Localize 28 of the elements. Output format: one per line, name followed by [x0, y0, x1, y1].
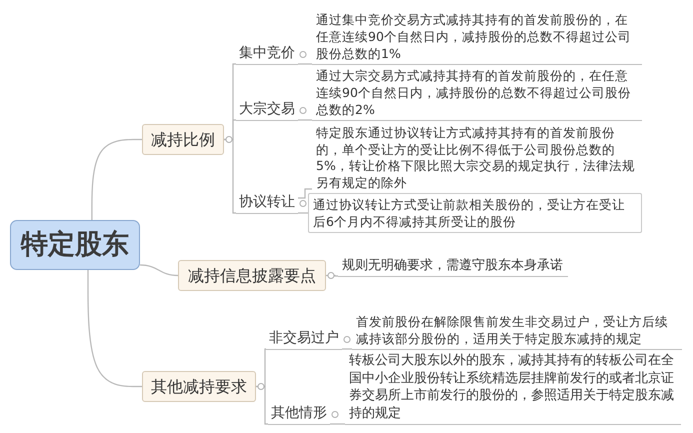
subtopic-label: 非交易过户: [266, 329, 342, 350]
detail-text: 首发前股份在解除限售前发生非交易过户，受让方后续减持该部分股份的，适用关于特定股东减持的规定: [352, 313, 682, 350]
subtopic-label: 大宗交易: [236, 100, 298, 121]
connector-line: [342, 348, 352, 350]
connector-line: [91, 138, 142, 220]
connector-line: [298, 188, 312, 199]
detail-text: 通过集中竞价交易方式减持其持有的首发前股份的，在任意连续90个自然日内，减持股份的总数不得超过公司股份总数的1%: [312, 11, 642, 65]
main-topic: 减持比例: [142, 124, 224, 155]
detail-text: 特定股东通过协议转让方式减持其持有的首发前股份的，单个受让方的受让比例不得低于公司股份总数的5%，转让价格下限比照大宗交易的规定执行，法律法规另有规定的除外: [312, 125, 642, 191]
detail-text: 规则无明确要求，需遵守股东本身承诺: [338, 257, 568, 277]
connector-line: [224, 138, 236, 214]
connector-line: [140, 264, 178, 276]
subtopic-label: 其他情形: [268, 404, 330, 425]
subtopic-label: 集中竞价: [236, 44, 298, 65]
subtopic-label: 协议转让: [236, 193, 298, 214]
detail-text: 转板公司大股东以外的股东，减持其持有的转板公司在全国中小企业股份转让系统精选层挂牌前发行的或者北京证券交易所上市前发行的股份的，参照适用关于特定股东减持的规定: [345, 352, 681, 425]
connector-line: [298, 119, 312, 121]
main-topic: 其他减持要求: [142, 371, 256, 402]
detail-text: 通过大宗交易方式减持其持有的首发前股份的，在任意连续90个自然日内，减持股份的总数不得超过公司股份总数的2%: [312, 67, 642, 121]
connector-line: [330, 423, 345, 425]
detail-text-box: 通过协议转让方式受让前款相关股份的，受让方在受让后6个月内不得减持其所受让的股份: [308, 193, 642, 233]
connector-line: [87, 270, 142, 388]
connector-line: [298, 212, 308, 214]
main-topic: 减持信息披露要点: [178, 260, 326, 291]
central-topic: 特定股东: [10, 220, 140, 270]
connector-line: [256, 386, 268, 425]
connector-line: [298, 63, 312, 65]
connector-line: [326, 274, 338, 277]
